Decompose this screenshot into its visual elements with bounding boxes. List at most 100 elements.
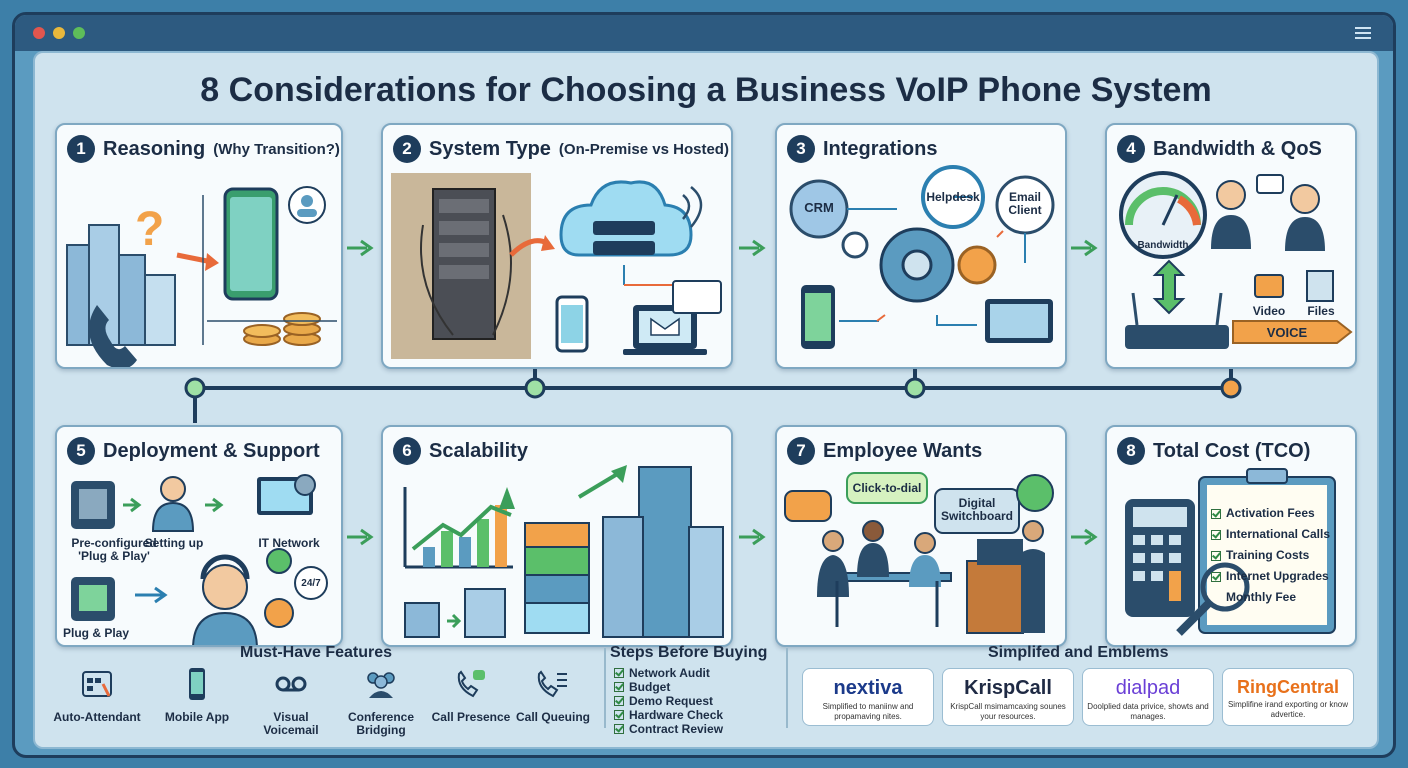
card-subtitle: (Why Transition?) [213, 140, 340, 158]
card-deployment: Pre-configured 'Plug & Play' Setting up … [55, 425, 343, 647]
cost-item: Activation Fees [1211, 503, 1330, 524]
checkbox-icon [614, 724, 624, 734]
menu-icon[interactable] [1355, 27, 1371, 39]
card-subtitle: (On-Premise vs Hosted) [558, 140, 729, 158]
steps-title: Steps Before Buying [610, 644, 768, 661]
brand-krispcall[interactable]: KrispCall KrispCall msimamcaxing sounes … [942, 668, 1074, 726]
step-number: 1 [67, 135, 95, 163]
card-system-type: 2 System Type (On-Premise vs Hosted) [381, 123, 733, 369]
card-title: Integrations [823, 137, 938, 160]
brand-description: Simplified to maniinw and propamaving ni… [822, 702, 914, 721]
card-title: System Type [429, 137, 551, 160]
card-header: 1 Reasoning (Why Transition?) [67, 135, 340, 163]
checkbox-icon [1211, 571, 1221, 582]
preconfig-label: Pre-configured 'Plug & Play' [71, 536, 157, 563]
card-header: 3 Integrations [787, 135, 937, 163]
call-queuing-icon [537, 670, 567, 698]
cost-item: Internet Upgrades [1211, 566, 1330, 587]
checkbox-icon [1211, 508, 1221, 519]
checkbox-icon [614, 696, 624, 706]
employee-wants-illustration [784, 472, 1054, 634]
card-title: Scalability [429, 439, 528, 462]
step-number: 8 [1117, 437, 1145, 465]
bottom-panel: Must-Have Features Auto-Attendant Mobile… [52, 640, 1358, 737]
maximize-window-icon[interactable] [73, 27, 85, 39]
page-title: 8 Considerations for Choosing a Business… [200, 71, 1212, 109]
step-number: 2 [393, 135, 421, 163]
digital-switchboard-label: Digital Switchboard [940, 496, 1013, 523]
setting-up-label: Setting up [144, 536, 204, 550]
support-hours-label: 24/7 [301, 578, 321, 589]
arrow-right-icon [347, 239, 374, 257]
step-item: Demo Request [614, 694, 723, 708]
scalability-illustration [403, 465, 724, 638]
card-header: 7 Employee Wants [787, 437, 982, 465]
cost-item: International Calls [1211, 524, 1330, 545]
card-total-cost: Activation Fees International Calls Trai… [1105, 425, 1357, 647]
arrow-right-icon [1071, 528, 1098, 546]
arrow-right-icon [347, 528, 374, 546]
cost-checklist: Activation Fees International Calls Trai… [1211, 503, 1330, 608]
title-bar [15, 15, 1393, 51]
step-number: 4 [1117, 135, 1145, 163]
voice-label: VOICE [1266, 325, 1308, 340]
arrow-right-icon [739, 239, 766, 257]
brand-ringcentral[interactable]: RingCentral Simplifine irand exporting o… [1222, 668, 1354, 726]
steps-list: Network Audit Budget Demo Request Hardwa… [614, 666, 723, 736]
call-presence-icon [457, 670, 485, 698]
app-window: 8 Considerations for Choosing a Business… [12, 12, 1396, 758]
divider [786, 648, 788, 728]
card-reasoning: ? 1 Reasoning (Why Transition?) [55, 123, 343, 369]
features-title: Must-Have Features [240, 644, 393, 661]
click-to-dial-label: Click-to-dial [852, 481, 922, 495]
bandwidth-illustration [1119, 171, 1353, 349]
feature-conference-bridging: Conference Bridging [336, 666, 426, 737]
voicemail-icon [275, 676, 307, 692]
step-number: 6 [393, 437, 421, 465]
svg-text:?: ? [135, 203, 164, 256]
minimize-window-icon[interactable] [53, 27, 65, 39]
step-item: Budget [614, 680, 723, 694]
feature-call-presence: Call Presence [426, 666, 516, 724]
feature-visual-voicemail: Visual Voicemail [246, 666, 336, 737]
checkbox-icon [614, 710, 624, 720]
crm-label: CRM [804, 200, 834, 215]
total-cost-illustration [1125, 468, 1336, 636]
brand-description: KrispCall msimamcaxing sounes your resou… [950, 702, 1066, 721]
plug-play-label: Plug & Play [62, 626, 130, 640]
card-integrations: CRM Helpdesk Email Client 3 Integrations [775, 123, 1067, 369]
feature-label: Conference Bridging [347, 710, 415, 737]
cost-item: Training Costs [1211, 545, 1330, 566]
conference-icon [367, 672, 395, 698]
mobile-app-icon [189, 668, 205, 700]
feature-label: Call Queuing [515, 710, 590, 724]
cost-item: Monthly Fee [1226, 590, 1297, 604]
card-scalability: 6 Scalability [381, 425, 733, 647]
card-title: Employee Wants [823, 439, 983, 462]
brand-description: Simplifine irand exporting or know adver… [1227, 700, 1349, 719]
helpdesk-label: Helpdesk [926, 190, 980, 204]
gauge-label: Bandwidth [1137, 240, 1189, 251]
video-label: Video [1252, 304, 1286, 318]
card-title: Bandwidth & QoS [1153, 137, 1322, 160]
brand-name: KrispCall [964, 677, 1052, 699]
close-window-icon[interactable] [33, 27, 45, 39]
feature-label: Visual Voicemail [263, 710, 319, 737]
deployment-illustration [71, 474, 328, 645]
feature-label: Call Presence [431, 710, 511, 724]
step-item: Network Audit [614, 666, 723, 680]
feature-call-queuing: Call Queuing [508, 666, 598, 724]
brand-dialpad[interactable]: dialpad Doolplied data privice, showts a… [1082, 668, 1214, 726]
card-title: Reasoning [103, 137, 206, 160]
step-number: 7 [787, 437, 815, 465]
arrow-right-icon [739, 528, 766, 546]
brand-description: Doolplied data privice, showts and manag… [1087, 702, 1209, 721]
system-type-illustration [391, 173, 722, 359]
brand-nextiva[interactable]: nextiva Simplified to maniinw and propam… [802, 668, 934, 726]
card-header: 8 Total Cost (TCO) [1117, 437, 1310, 465]
feature-mobile-app: Mobile App [152, 666, 242, 724]
brand-name: RingCentral [1236, 677, 1339, 697]
auto-attendant-icon [82, 671, 112, 697]
reasoning-illustration: ? [66, 186, 337, 367]
feature-label: Auto-Attendant [53, 710, 141, 724]
